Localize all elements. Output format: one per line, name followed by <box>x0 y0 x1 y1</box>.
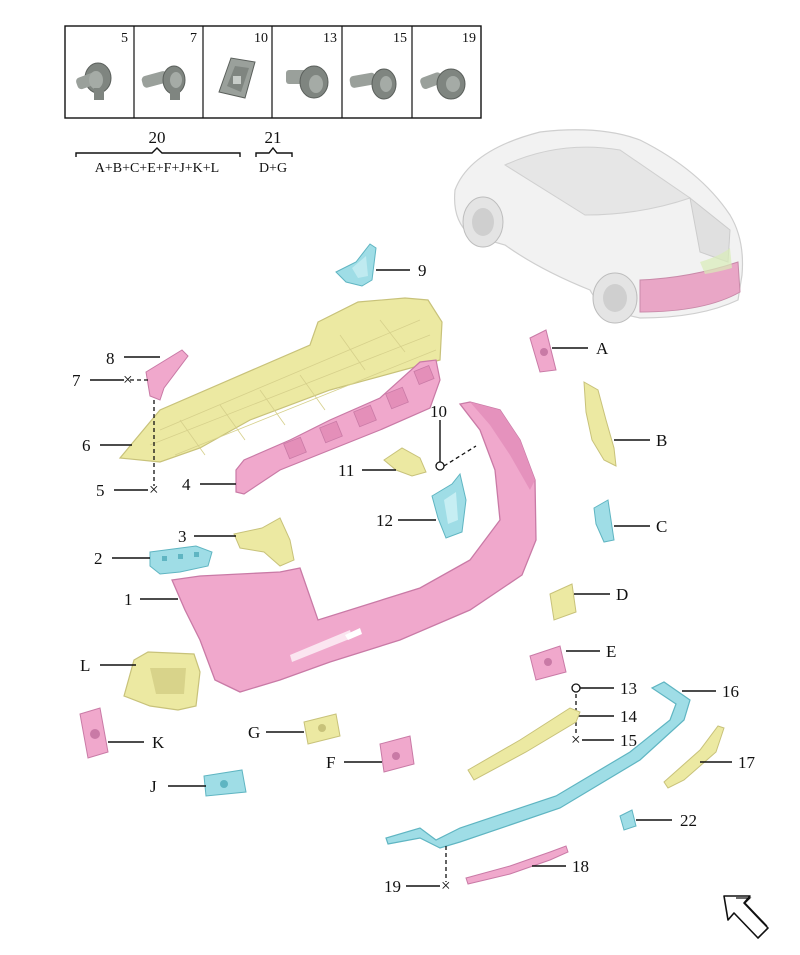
part-2-bracket <box>149 545 213 575</box>
marker-5-cross: × <box>149 480 159 499</box>
screw-7-icon <box>141 65 186 100</box>
screw-15-icon <box>349 68 397 100</box>
group-21-brace <box>255 146 293 157</box>
label-6: 6 <box>82 436 91 455</box>
fastener-table: 5 7 10 13 15 19 <box>64 25 482 176</box>
part-3-bracket <box>233 517 295 567</box>
group-21-contents: D+G <box>259 161 287 176</box>
part-18-reflector-strip <box>465 845 569 885</box>
label-J: J <box>150 777 157 796</box>
part-D-clip <box>549 583 577 621</box>
label-F: F <box>326 753 335 772</box>
part-11-bracket <box>383 447 427 477</box>
part-K-clip <box>79 707 109 759</box>
fastener-number-7: 7 <box>190 31 197 46</box>
part-C-clip <box>593 499 615 543</box>
label-22: 22 <box>680 811 697 830</box>
label-10: 10 <box>430 402 447 421</box>
screw-19-icon <box>420 68 466 100</box>
marker-7-cross: × <box>123 370 133 389</box>
label-C: C <box>656 517 667 536</box>
marker-10-circle <box>435 461 445 471</box>
vehicle-locator-image <box>453 129 744 324</box>
fastener-number-19: 19 <box>462 31 476 46</box>
label-E: E <box>606 642 616 661</box>
part-B-bracket <box>583 381 617 467</box>
label-15: 15 <box>620 731 637 750</box>
marker-19-cross: × <box>441 876 451 895</box>
part-4-energy-absorber <box>235 359 441 495</box>
screw-5-icon <box>76 62 112 100</box>
part-F-clip <box>379 735 415 773</box>
label-4: 4 <box>182 475 191 494</box>
label-17: 17 <box>738 753 756 772</box>
part-8-bracket <box>145 349 189 401</box>
part-9-bracket <box>335 243 377 287</box>
marker-15-cross: × <box>571 730 581 749</box>
label-K: K <box>152 733 165 752</box>
label-5: 5 <box>96 481 105 500</box>
part-16-diffuser <box>385 681 691 849</box>
part-A-clip <box>529 329 557 373</box>
group-21-number: 21 <box>265 128 282 147</box>
part-17-trim <box>663 725 725 789</box>
group-20-number: 20 <box>149 128 166 147</box>
fastener-number-13: 13 <box>323 31 337 46</box>
dash-10 <box>443 445 477 467</box>
part-22-clip <box>619 809 637 831</box>
label-L: L <box>80 656 90 675</box>
label-B: B <box>656 431 667 450</box>
label-13: 13 <box>620 679 637 698</box>
label-G: G <box>248 723 260 742</box>
nut-13-icon <box>286 65 329 99</box>
part-14-bracket-strip <box>467 707 581 781</box>
part-6-underbody-panel <box>118 297 443 463</box>
label-8: 8 <box>106 349 115 368</box>
label-1: 1 <box>124 590 133 609</box>
part-E-clip <box>529 645 567 681</box>
part-L-bracket <box>123 651 201 711</box>
clip-10-icon <box>218 57 256 99</box>
label-7: 7 <box>72 371 81 390</box>
marker-13-circle <box>571 683 581 693</box>
label-3: 3 <box>178 527 187 546</box>
group-20-contents: A+B+C+E+F+J+K+L <box>95 161 220 176</box>
label-2: 2 <box>94 549 103 568</box>
label-16: 16 <box>722 682 739 701</box>
group-20-brace <box>75 147 241 157</box>
direction-arrow-icon <box>723 895 769 939</box>
label-19: 19 <box>384 877 401 896</box>
label-14: 14 <box>620 707 638 726</box>
label-11: 11 <box>338 461 354 480</box>
fastener-number-10: 10 <box>254 31 268 46</box>
part-1-bumper-cover <box>171 401 537 693</box>
label-18: 18 <box>572 857 589 876</box>
part-12-bracket <box>431 472 467 539</box>
fastener-number-15: 15 <box>393 31 407 46</box>
label-12: 12 <box>376 511 393 530</box>
part-G-clip <box>303 713 341 745</box>
label-D: D <box>616 585 628 604</box>
part-J-clip <box>203 769 247 797</box>
label-9: 9 <box>418 261 427 280</box>
fastener-number-5: 5 <box>121 31 128 46</box>
label-A: A <box>596 339 609 358</box>
